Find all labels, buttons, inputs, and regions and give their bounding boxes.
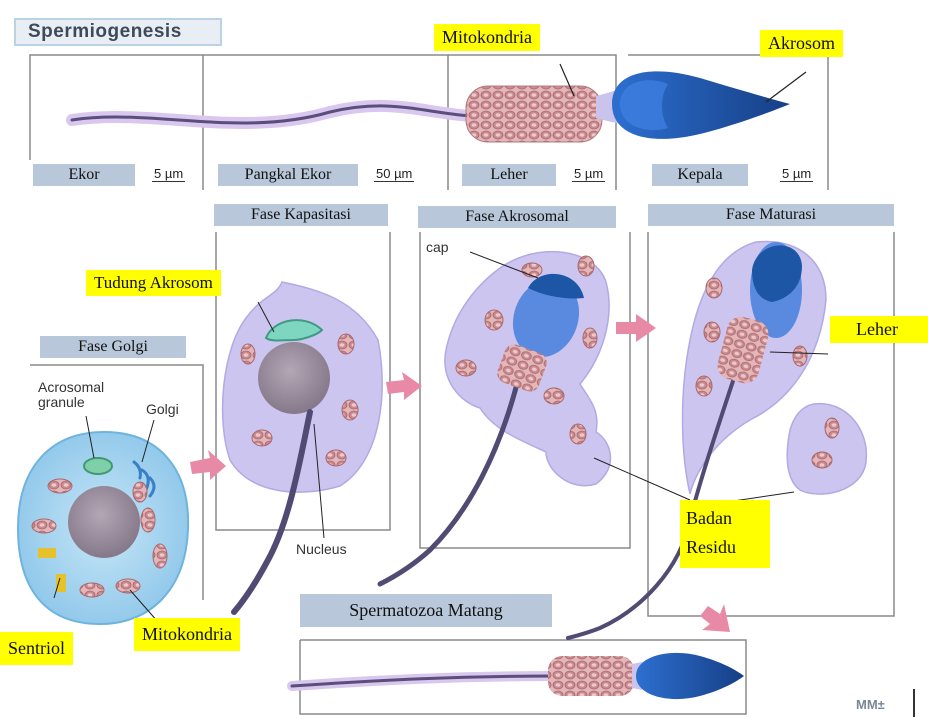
label-nucleus: Nucleus xyxy=(296,542,347,557)
midpiece-mitochondria-top xyxy=(466,86,602,142)
leader-residu xyxy=(594,458,690,500)
segment-label-leher: Leher xyxy=(462,164,556,186)
mature-sperm-top xyxy=(72,64,806,142)
leader-akrosom xyxy=(766,72,806,102)
arrow-maturasi-to-matang xyxy=(700,604,730,632)
logo-divider xyxy=(913,689,915,717)
label-sentriol: Sentriol xyxy=(0,632,73,665)
residual-body xyxy=(787,404,866,494)
arrow-kapasitasi-to-akrosomal xyxy=(386,372,422,400)
acrosomal-phase-cell xyxy=(380,252,690,584)
centriole-2 xyxy=(56,574,66,592)
mature-sperm-bottom xyxy=(292,653,744,699)
label-tudung-akrosom: Tudung Akrosom xyxy=(86,270,221,296)
golgi-phase-cell xyxy=(18,416,188,624)
segment-label-ekor: Ekor xyxy=(33,164,135,186)
centriole-1 xyxy=(38,548,56,558)
label-badan-residu: Badan Residu xyxy=(680,500,770,568)
sperm-head-bottom xyxy=(636,653,744,699)
nucleus-golgi xyxy=(68,486,140,558)
scale-bar-kepala: 5 µm xyxy=(780,166,813,182)
segment-label-kepala: Kepala xyxy=(652,164,748,186)
phase-label-kapasitasi: Fase Kapasitasi xyxy=(214,204,388,226)
maturation-phase-cell xyxy=(568,242,866,638)
diagram-title: Spermiogenesis xyxy=(14,18,222,46)
acrosomal-granule xyxy=(84,458,112,474)
phase-label-maturasi: Fase Maturasi xyxy=(648,204,894,226)
arrow-golgi-to-kapasitasi xyxy=(190,450,226,480)
label-golgi: Golgi xyxy=(146,402,179,417)
label-leher-maturasi: Leher xyxy=(830,316,928,343)
arrow-akrosomal-to-maturasi xyxy=(616,314,656,342)
label-akrosom: Akrosom xyxy=(760,30,843,57)
segment-label-pangkal-ekor: Pangkal Ekor xyxy=(218,164,358,186)
scale-bar-pangkal-ekor: 50 µm xyxy=(374,166,414,182)
label-acrosomal-granule: Acrosomal granule xyxy=(38,380,130,411)
capacitation-phase-cell xyxy=(223,282,383,612)
label-mitokondria-bottom: Mitokondria xyxy=(134,618,240,651)
phase-label-akrosomal: Fase Akrosomal xyxy=(418,206,616,228)
scale-bar-leher: 5 µm xyxy=(572,166,605,182)
label-spermatozoa-matang: Spermatozoa Matang xyxy=(300,594,552,627)
scale-bar-ekor: 5 µm xyxy=(152,166,185,182)
midpiece-mitochondria-bottom xyxy=(548,656,634,696)
nucleus-kapasitasi xyxy=(258,342,330,414)
label-cap: cap xyxy=(426,240,449,255)
publisher-logo: MM± xyxy=(856,697,885,712)
label-mitokondria-top: Mitokondria xyxy=(434,24,540,51)
phase-label-golgi: Fase Golgi xyxy=(40,336,186,358)
